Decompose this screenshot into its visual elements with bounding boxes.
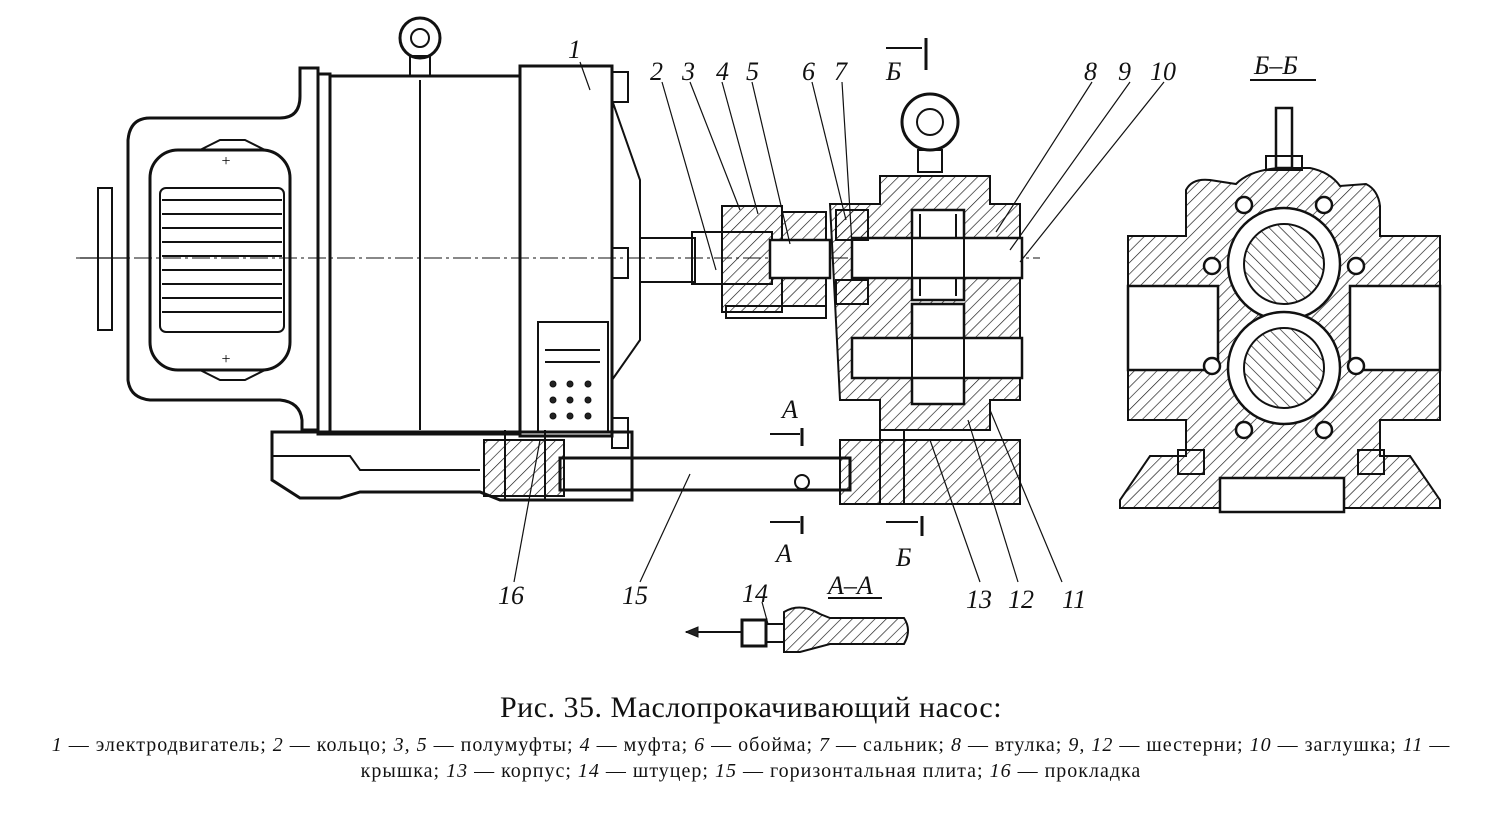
legend-entry: 3, 5 — полумуфты;: [394, 734, 580, 756]
callout-12: 12: [1008, 585, 1034, 614]
callout-10: 10: [1150, 57, 1176, 86]
callout-16: 16: [498, 581, 524, 610]
callout-3: 3: [681, 57, 695, 86]
caption-title: Рис. 35. Маслопрокачивающий насос:: [499, 691, 1003, 724]
legend-entry-text: — заглушка;: [1271, 734, 1403, 756]
callout-2: 2: [650, 57, 663, 86]
callout-15: 15: [622, 581, 648, 610]
gear-pump: [828, 92, 1024, 431]
legend-entry-text: — кольцо;: [283, 734, 394, 756]
electric-motor: + +: [80, 16, 696, 449]
legend-entry: 8 — втулка;: [951, 734, 1068, 756]
caption-legend: 1 — электродвигатель; 2 — кольцо; 3, 5 —…: [40, 732, 1462, 784]
callout-14: 14: [742, 579, 768, 608]
legend-entry: 9, 12 — шестерни;: [1068, 734, 1249, 756]
legend-entry: 15 — горизонтальная плита;: [715, 760, 990, 782]
legend-entry-number: 11: [1402, 734, 1424, 756]
svg-text:+: +: [221, 153, 230, 170]
section-mark-b-top: Б: [885, 57, 901, 86]
callout-11: 11: [1062, 585, 1086, 614]
legend-entry-text: — горизонтальная плита;: [736, 760, 990, 782]
legend-entry-number: 15: [714, 760, 737, 782]
legend-entry-number: 13: [446, 760, 469, 782]
callout-numbers: 1 2 3 4 5 6 7 8 9 10 11 12 13 14 15 16: [498, 35, 1176, 614]
legend-entry-text: — обойма;: [705, 734, 820, 756]
legend-entry-text: — шестерни;: [1113, 734, 1250, 756]
callout-13: 13: [966, 585, 992, 614]
section-mark-b-bottom: Б: [895, 543, 911, 572]
legend-entry: 10 — заглушка;: [1250, 734, 1403, 756]
legend-entry: 7 — сальник;: [819, 734, 951, 756]
callout-6: 6: [802, 57, 815, 86]
base-plate: [270, 430, 1021, 505]
legend-entry-text: — муфта;: [590, 734, 695, 756]
legend-entry-number: 6: [694, 734, 706, 756]
legend-entry-text: — сальник;: [830, 734, 951, 756]
legend-entry-number: 3, 5: [393, 734, 428, 756]
coupling: [691, 205, 832, 319]
legend-entry-text: — штуцер;: [599, 760, 715, 782]
section-label-a-a: А–А: [826, 571, 873, 600]
legend-entry-text: — корпус;: [468, 760, 578, 782]
callout-1: 1: [568, 35, 581, 64]
callout-7: 7: [834, 57, 848, 86]
legend-entry: 6 — обойма;: [694, 734, 819, 756]
callout-4: 4: [716, 57, 729, 86]
legend-entry-number: 9, 12: [1068, 734, 1114, 756]
section-mark-a-top: А: [780, 395, 798, 424]
legend-entry-number: 4: [579, 734, 591, 756]
legend-entry: 2 — кольцо;: [273, 734, 394, 756]
legend-entry-text: — электродвигатель;: [62, 734, 273, 756]
section-mark-a-bottom: А: [774, 539, 792, 568]
legend-entry: 16 — прокладка: [990, 760, 1142, 782]
callout-9: 9: [1118, 57, 1131, 86]
legend-entry-number: 16: [989, 760, 1012, 782]
section-b-b-view: [1119, 106, 1442, 514]
leader-lines: [513, 61, 1165, 625]
legend-entry: 13 — корпус;: [446, 760, 578, 782]
callout-5: 5: [746, 57, 759, 86]
section-label-b-b: Б–Б: [1253, 51, 1298, 80]
legend-entry-number: 10: [1249, 734, 1272, 756]
legend-entry-number: 14: [577, 760, 600, 782]
legend-entry: 14 — штуцер;: [578, 760, 715, 782]
svg-text:+: +: [221, 351, 230, 368]
legend-entry-text: — прокладка: [1011, 760, 1142, 782]
legend-entry-text: — полумуфты;: [427, 734, 580, 756]
section-a-a-view: [684, 606, 909, 653]
legend-entry-number: 7: [819, 734, 831, 756]
legend-entry: 11 — крышка;: [361, 734, 1451, 782]
legend-entry-text: — крышка;: [360, 734, 1451, 782]
legend-entry-text: — втулка;: [961, 734, 1069, 756]
legend-entry: 4 — муфта;: [580, 734, 695, 756]
legend-entry: 1 — электродвигатель;: [52, 734, 273, 756]
legend-entry-number: 1: [51, 734, 63, 756]
callout-8: 8: [1084, 57, 1097, 86]
legend-entry-number: 2: [272, 734, 284, 756]
pump-drawing: + +: [76, 16, 1442, 653]
figure-caption: Рис. 35. Маслопрокачивающий насос: 1 — э…: [0, 690, 1502, 784]
cowl-grille: + +: [148, 139, 292, 381]
section-cut-markers: А А Б Б А–А Б–Б: [770, 38, 1316, 600]
legend-entry-number: 8: [950, 734, 962, 756]
